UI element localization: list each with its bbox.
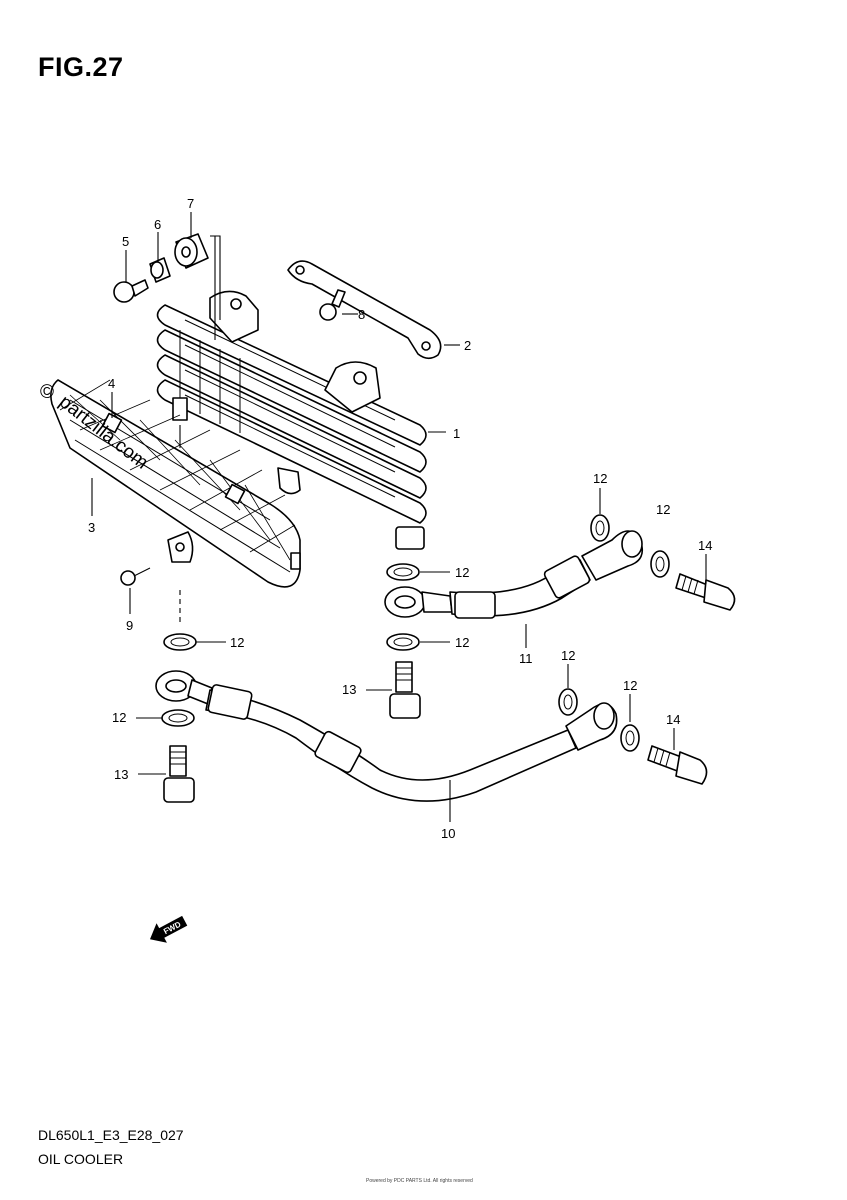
grommet-part-7[interactable] bbox=[174, 233, 209, 269]
fine-print: Powered by PDC PARTS Ltd. All rights res… bbox=[366, 1178, 473, 1184]
oil-hose-lower[interactable] bbox=[155, 670, 618, 802]
cooler-mounting-bracket[interactable] bbox=[287, 260, 442, 360]
callout-12: 12 bbox=[593, 471, 607, 486]
oil-cooler-core[interactable] bbox=[156, 290, 427, 550]
callout-leader-lines bbox=[91, 212, 707, 822]
callout-12: 12 bbox=[623, 678, 637, 693]
callout-14: 14 bbox=[698, 538, 712, 553]
callout-8: 8 bbox=[358, 307, 365, 322]
union-bolt-part-13[interactable] bbox=[163, 661, 421, 803]
callout-13: 13 bbox=[114, 767, 128, 782]
oil-hose-upper[interactable] bbox=[384, 530, 644, 619]
gasket-part-12[interactable] bbox=[161, 514, 670, 752]
forward-direction-icon: FWD bbox=[150, 915, 188, 943]
callout-12: 12 bbox=[230, 635, 244, 650]
callout-7: 7 bbox=[187, 196, 194, 211]
callout-5: 5 bbox=[122, 234, 129, 249]
callout-12: 12 bbox=[561, 648, 575, 663]
callout-13: 13 bbox=[342, 682, 356, 697]
callout-9: 9 bbox=[126, 618, 133, 633]
bolt-part-8[interactable] bbox=[319, 289, 346, 321]
callout-labels: 1 2 3 4 5 6 7 8 9 10 11 12 12 12 12 12 1… bbox=[88, 196, 712, 841]
callout-12: 12 bbox=[112, 710, 126, 725]
diagram-name: OIL COOLER bbox=[38, 1151, 124, 1167]
callout-2: 2 bbox=[464, 338, 471, 353]
copyright-symbol: © bbox=[40, 382, 54, 403]
collar-part-6[interactable] bbox=[149, 257, 171, 283]
callout-1: 1 bbox=[453, 426, 460, 441]
callout-12: 12 bbox=[656, 502, 670, 517]
callout-4: 4 bbox=[108, 376, 115, 391]
callout-12: 12 bbox=[455, 565, 469, 580]
callout-12: 12 bbox=[455, 635, 469, 650]
callout-11: 11 bbox=[519, 651, 533, 666]
callout-14: 14 bbox=[666, 712, 680, 727]
cooler-grille-guard[interactable] bbox=[50, 379, 301, 588]
diagram-code: DL650L1_E3_E28_027 bbox=[38, 1127, 184, 1143]
figure-title: FIG.27 bbox=[38, 52, 124, 82]
screw-part-9[interactable] bbox=[120, 567, 151, 586]
callout-10: 10 bbox=[441, 826, 455, 841]
callout-3: 3 bbox=[88, 520, 95, 535]
callout-6: 6 bbox=[154, 217, 161, 232]
bolt-part-5[interactable] bbox=[113, 279, 149, 303]
banjo-bolt-part-14[interactable] bbox=[647, 573, 736, 785]
